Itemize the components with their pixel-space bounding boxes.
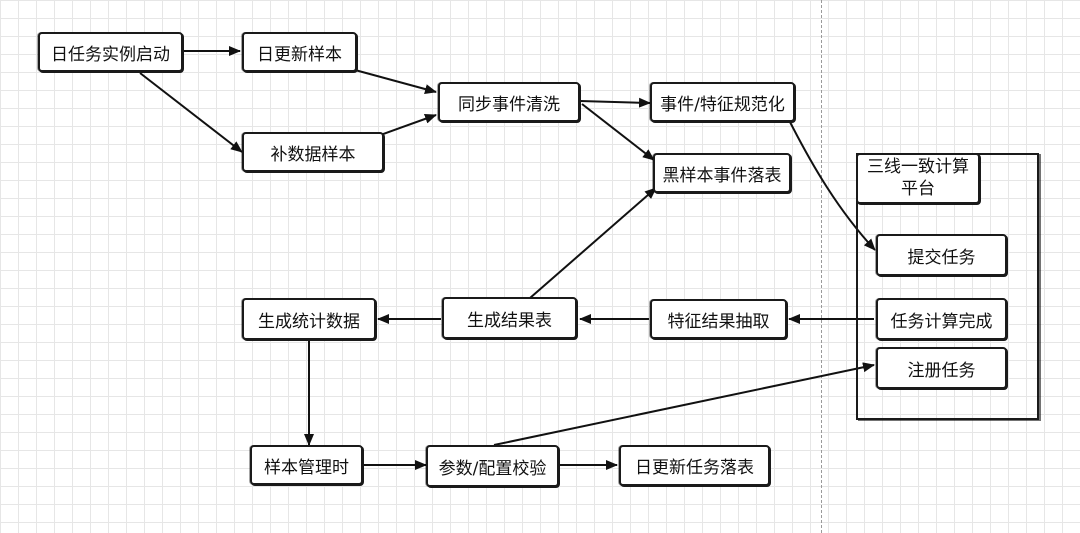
node-daily-task-start[interactable]: 日任务实例启动 [38,32,183,72]
node-daily-new-task-table[interactable]: 日更新任务落表 [619,445,770,486]
node-label: 补数据样本 [270,144,356,165]
node-task-compute-done[interactable]: 任务计算完成 [876,298,1007,340]
edge-normalize-to-submit [789,121,876,251]
node-label: 生成统计数据 [258,311,360,332]
node-generate-stats[interactable]: 生成统计数据 [242,298,376,340]
swimlane-divider [821,0,822,533]
node-label: 日更新任务落表 [635,458,754,478]
node-sample-manage-time[interactable]: 样本管理时 [250,445,363,485]
edge-sync-to-normalize [579,97,651,108]
edge-result-table-to-black-sample [529,187,657,299]
node-event-feature-normalize[interactable]: 事件/特征规范化 [650,82,795,122]
node-submit-task[interactable]: 提交任务 [876,234,1007,276]
node-generate-result-table[interactable]: 生成结果表 [442,297,577,339]
node-daily-update-sample[interactable]: 日更新样本 [242,32,357,72]
node-label: 注册任务 [907,360,976,381]
node-feature-result-extract[interactable]: 特征结果抽取 [650,299,787,339]
node-label: 日任务实例启动 [51,44,170,65]
node-label: 特征结果抽取 [667,311,770,332]
node-label: 样本管理时 [264,457,349,478]
edge-daily-update-to-sync [354,69,437,94]
node-label: 参数/配置校验 [438,458,547,479]
node-label: 任务计算完成 [890,311,993,332]
node-register-task[interactable]: 注册任务 [876,347,1007,389]
node-label: 同步事件清洗 [458,94,560,115]
platform-title-line1: 三线一致计算 [867,157,969,177]
node-param-config-check[interactable]: 参数/配置校验 [426,445,559,487]
node-backfill-sample[interactable]: 补数据样本 [242,132,384,172]
node-label: 日更新样本 [257,44,342,65]
node-label: 黑样本事件落表 [662,165,782,186]
node-label: 事件/特征规范化 [660,94,785,115]
platform-title-line2: 平台 [901,179,935,199]
node-black-sample-event-table[interactable]: 黑样本事件落表 [653,153,791,193]
node-label: 提交任务 [907,247,976,268]
edge-sync-to-black-sample [581,103,655,161]
node-sync-event-clean[interactable]: 同步事件清洗 [438,82,580,122]
platform-title: 三线一致计算 平台 [856,153,980,204]
node-label: 生成结果表 [467,310,552,331]
edge-start-to-backfill [139,72,243,153]
edge-param-check-to-register [493,362,875,446]
